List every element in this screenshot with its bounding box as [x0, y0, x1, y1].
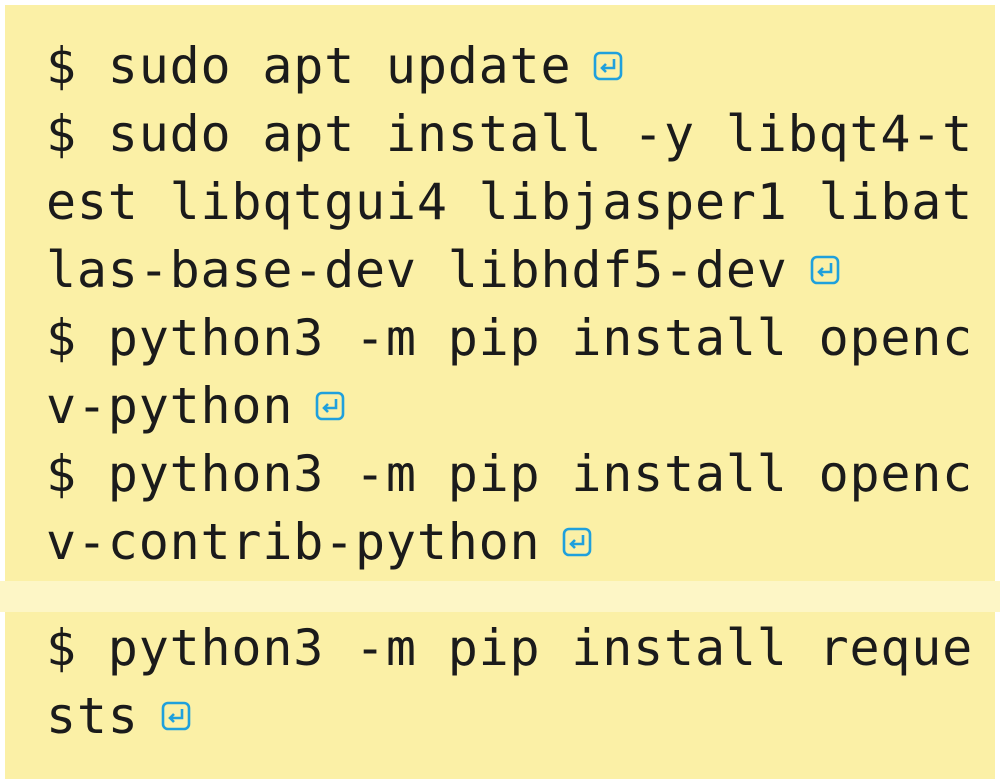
code-line: $ sudo apt update: [46, 41, 623, 91]
code-text: $ python3 -m pip install reque: [46, 619, 974, 677]
code-line: $ sudo apt install -y libqt4-t: [46, 109, 973, 159]
code-text: est libqtgui4 libjasper1 libat: [46, 173, 974, 231]
code-line: las-base-dev libhdf5-dev: [46, 245, 840, 295]
code-line: est libqtgui4 libjasper1 libat: [46, 177, 973, 227]
code-text: $ sudo apt update: [46, 37, 572, 95]
code-panel-top: [5, 5, 995, 581]
enter-key-icon: [593, 51, 623, 81]
enter-key-icon: [315, 391, 345, 421]
code-panel-bottom: [5, 612, 995, 779]
code-line: $ python3 -m pip install openc: [46, 313, 973, 363]
enter-key-icon: [810, 255, 840, 285]
enter-key-icon: [161, 701, 191, 731]
code-text: $ python3 -m pip install openc: [46, 445, 974, 503]
code-text: sts: [46, 687, 139, 745]
code-line: sts: [46, 691, 191, 741]
enter-key-icon: [562, 527, 592, 557]
code-line: $ python3 -m pip install reque: [46, 623, 973, 673]
code-text: v-contrib-python: [46, 513, 541, 571]
code-text: $ sudo apt install -y libqt4-t: [46, 105, 974, 163]
panel-separator-band: [0, 581, 1000, 612]
code-line: $ python3 -m pip install openc: [46, 449, 973, 499]
code-text: las-base-dev libhdf5-dev: [46, 241, 788, 299]
code-line: v-contrib-python: [46, 517, 592, 567]
code-line: v-python: [46, 381, 345, 431]
code-text: $ python3 -m pip install openc: [46, 309, 974, 367]
code-text: v-python: [46, 377, 294, 435]
